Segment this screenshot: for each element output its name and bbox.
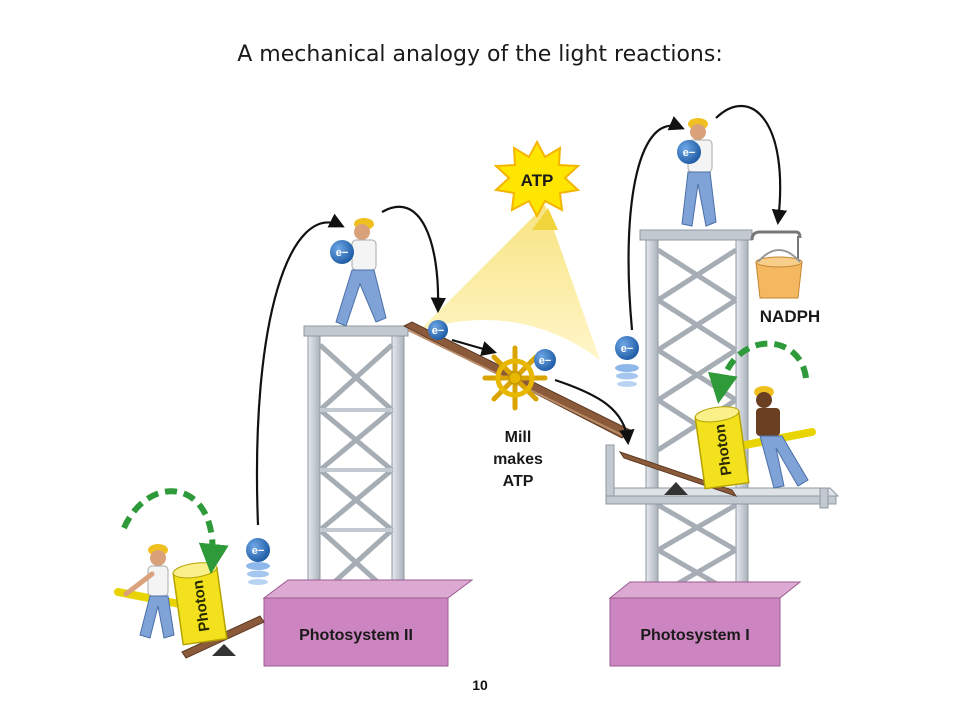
hammer-mallet-icon: Photon <box>114 562 228 646</box>
electron-icon: e− <box>677 140 701 164</box>
worker-icon <box>754 386 809 489</box>
svg-text:e−: e− <box>252 545 265 557</box>
photon-arrows <box>121 340 809 574</box>
photosystem-i-label: Photosystem I <box>640 627 749 644</box>
atp-label: ATP <box>521 171 554 190</box>
svg-text:e−: e− <box>336 247 349 259</box>
worker-icon <box>681 118 717 227</box>
photosystem-ii-tower <box>303 325 409 599</box>
photosystem-i-tower <box>605 229 840 598</box>
slide-title: A mechanical analogy of the light reacti… <box>237 42 723 67</box>
electron-icon: e− <box>428 320 448 340</box>
worker-icon <box>123 544 175 639</box>
mill-wheel-icon <box>482 345 548 411</box>
svg-text:ATP: ATP <box>503 473 534 490</box>
photosystem-ii-block: Photosystem II <box>262 579 474 667</box>
atp-light-cone <box>420 205 600 360</box>
photosystem-i-block: Photosystem I <box>608 581 802 667</box>
photosystem-ii-label: Photosystem II <box>299 627 413 644</box>
svg-text:makes: makes <box>493 451 543 468</box>
electron-icon: e− <box>330 240 354 264</box>
electron-icon: e− <box>246 538 270 585</box>
electron-path-arrows <box>255 104 788 526</box>
worker-icon <box>335 218 387 327</box>
nadph-label: NADPH <box>760 307 820 326</box>
page-number: 10 <box>472 677 488 693</box>
hammer-mallet-icon: Photon <box>694 406 816 490</box>
svg-text:Mill: Mill <box>505 429 532 446</box>
bucket-icon <box>750 230 803 299</box>
starburst-icon: ATP <box>493 139 581 219</box>
svg-text:e−: e− <box>621 343 634 355</box>
mill-makes-atp-label: Mill makes ATP <box>493 429 543 490</box>
svg-text:e−: e− <box>432 325 445 337</box>
svg-text:e−: e− <box>539 355 552 367</box>
electron-icon: e− <box>534 349 556 371</box>
svg-text:e−: e− <box>683 147 696 159</box>
electron-icon: e− <box>615 336 639 387</box>
